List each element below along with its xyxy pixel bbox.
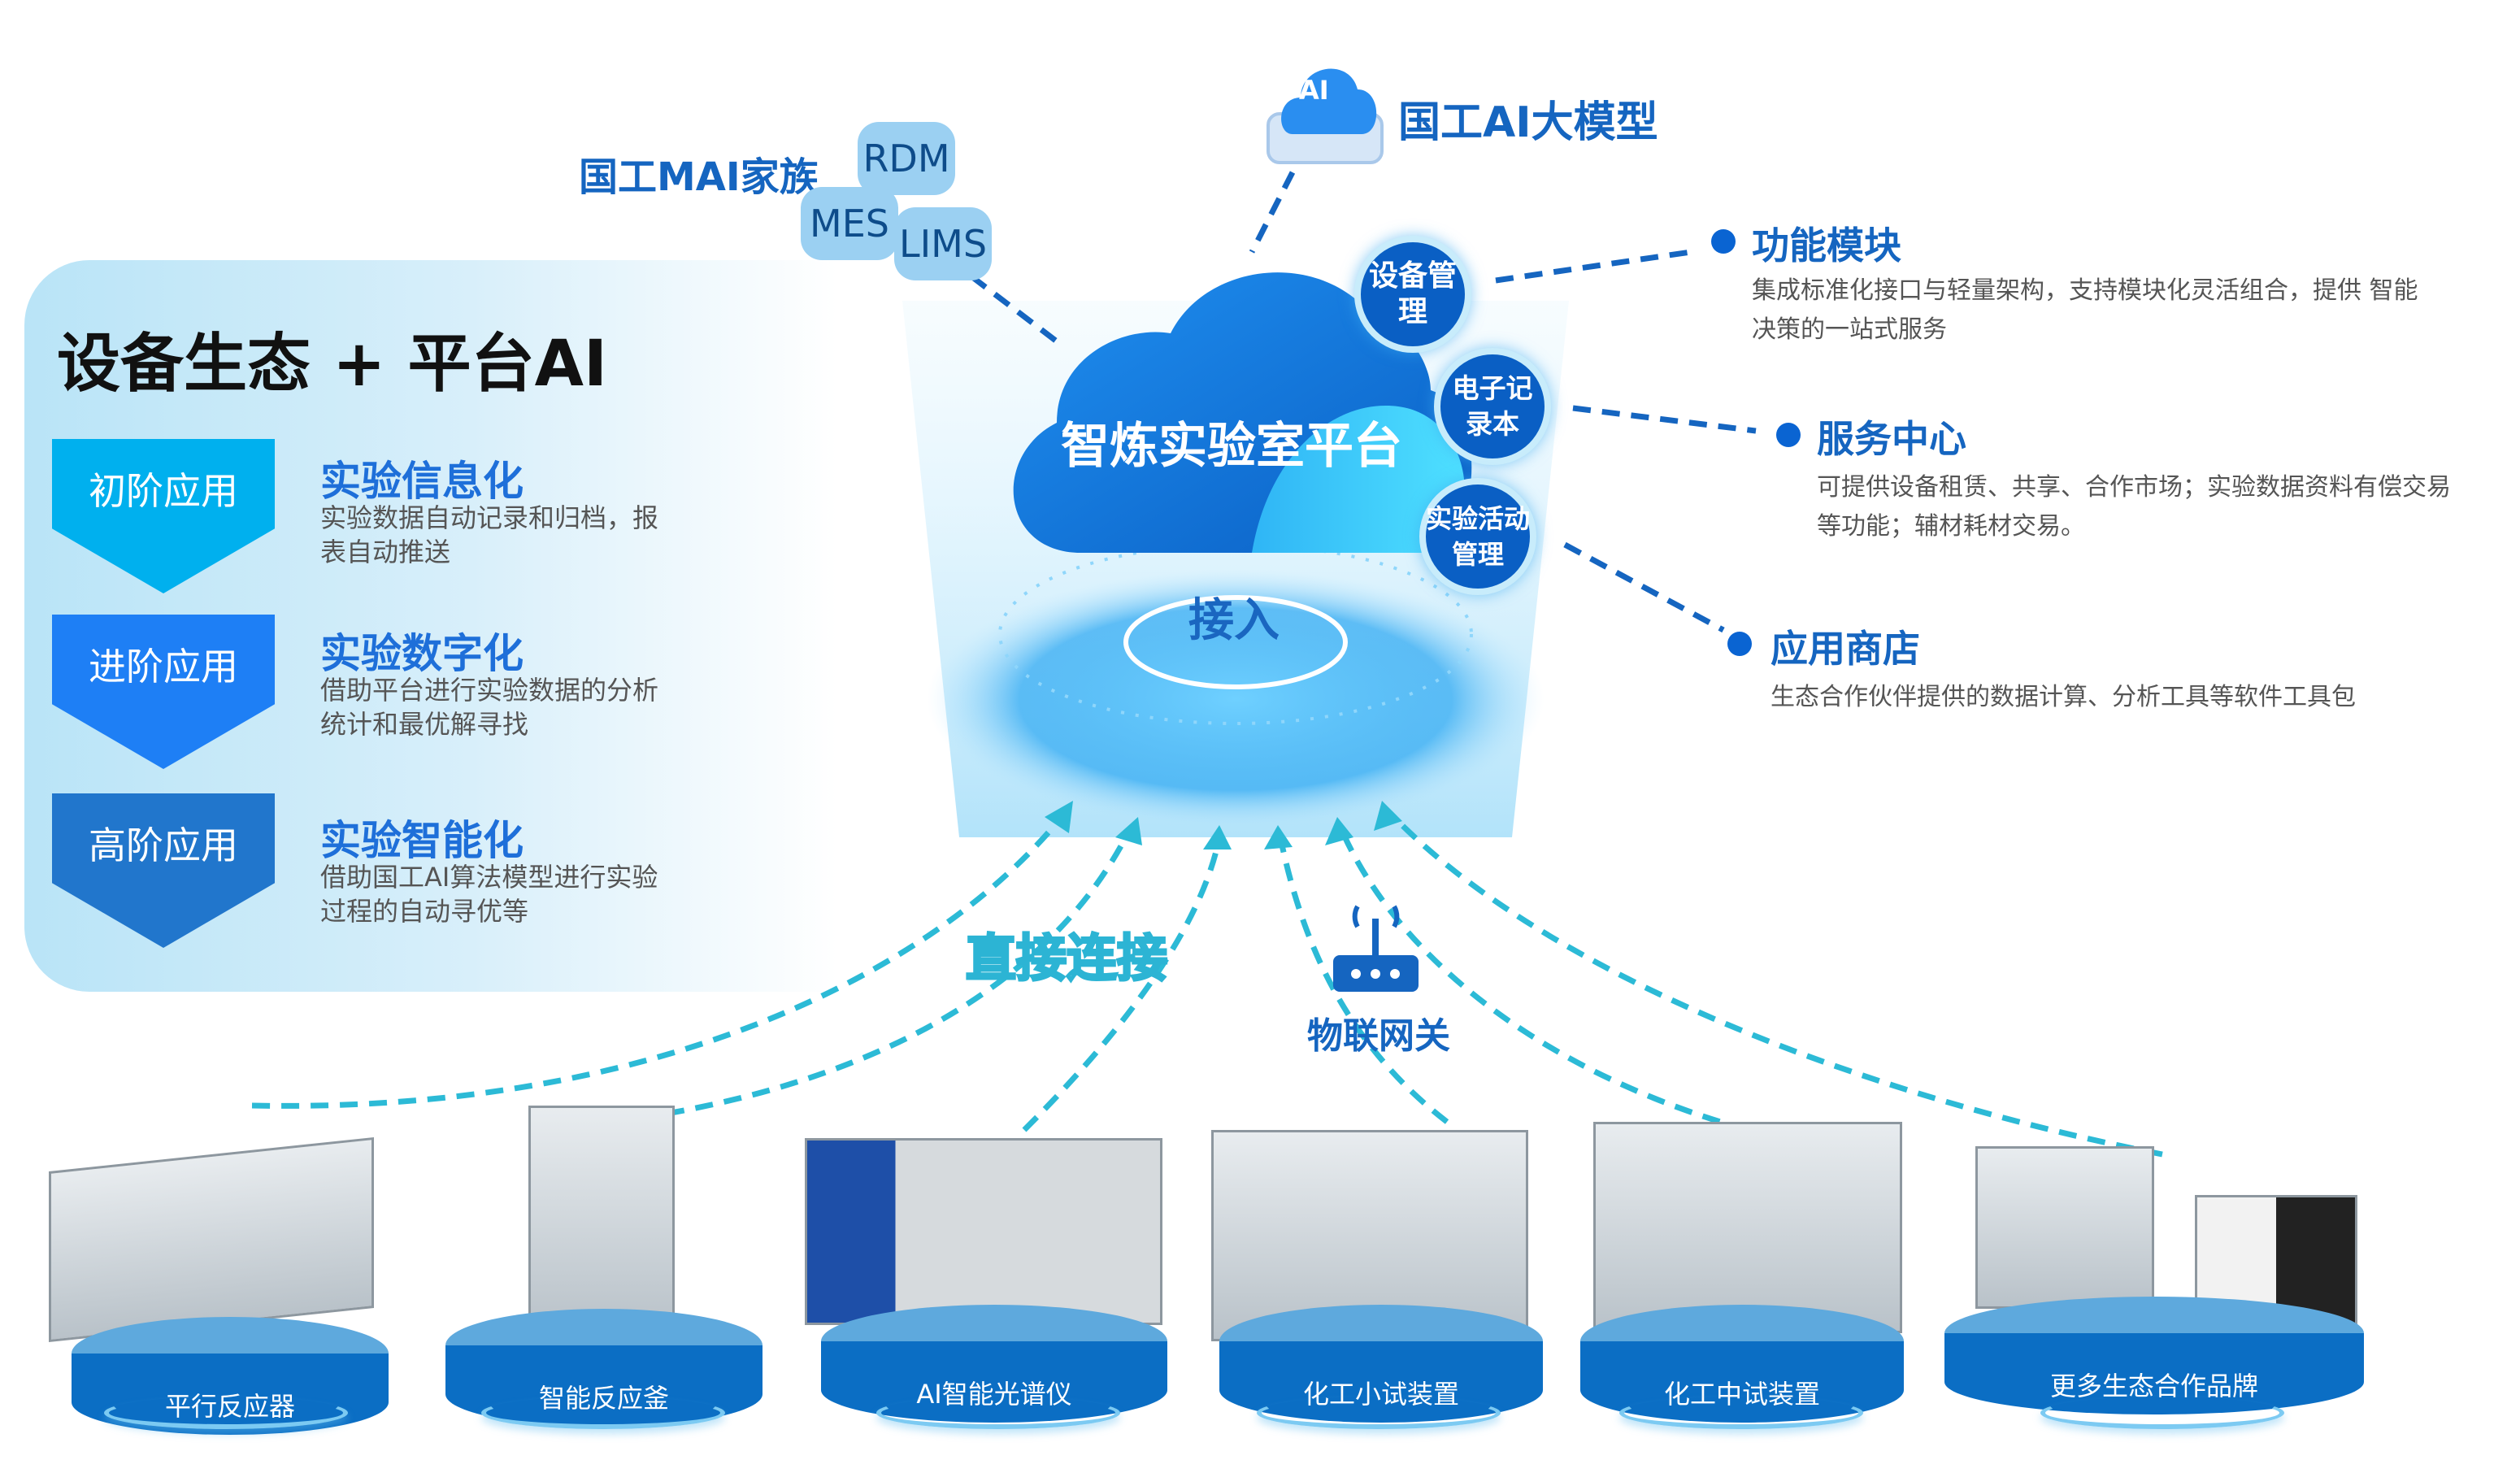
feature-desc: 可提供设备租赁、共享、合作市场；实验数据资料有偿交易等功能；辅材耗材交易。	[1817, 473, 2451, 541]
pedestal-glow	[1619, 1397, 1863, 1429]
level-heading: 实验信息化	[320, 458, 524, 505]
device-pedestal[interactable]: 智能反应釜	[445, 1309, 763, 1427]
level-heading: 实验数字化	[320, 630, 524, 677]
line-store	[1563, 541, 1725, 633]
mai-family-label: 国工MAI家族	[579, 154, 819, 200]
ai-icon-label: AI	[1299, 75, 1329, 106]
ai-model-icon	[1267, 68, 1384, 164]
device-pedestal[interactable]: AI智能光谱仪	[821, 1305, 1167, 1423]
arc-device-1	[251, 810, 1067, 1109]
module-experiment-activity[interactable]: 实验活动管理	[1419, 478, 1536, 595]
direct-connection-label: 直接连接	[964, 928, 1168, 989]
gear-lims: LIMS	[894, 207, 992, 280]
pedestal-glow	[104, 1397, 348, 1429]
level-desc: 借助国工AI算法模型进行实验过程的自动寻优等	[320, 862, 658, 927]
gear-mes: MES	[801, 187, 898, 260]
parallel-reactor-image	[49, 1136, 374, 1343]
gear-rdm: RDM	[858, 122, 955, 195]
device-pedestal[interactable]: 化工中试装置	[1580, 1305, 1904, 1423]
line-func	[1495, 249, 1692, 284]
pedestal-glow	[1257, 1397, 1501, 1429]
arc-device-2	[666, 828, 1133, 1117]
spectrometer-image	[805, 1138, 1162, 1325]
pilot-scale-unit-image	[1593, 1122, 1902, 1333]
line-ai	[1249, 171, 1296, 254]
iot-gateway-label: 物联网关	[1307, 1015, 1450, 1057]
feature-title: 服务中心	[1817, 417, 1966, 461]
pedestal-glow	[481, 1397, 725, 1429]
access-label: 接入	[1188, 594, 1280, 647]
pedestal-glow	[2040, 1397, 2284, 1429]
arc-device-4	[1277, 836, 1449, 1124]
arc-device-6	[1388, 810, 2163, 1158]
feature-desc: 集成标准化接口与轻量架构，支持模块化灵活组合，提供 智能决策的一站式服务	[1752, 276, 2418, 344]
platform-title: 智炼实验室平台	[1061, 418, 1402, 475]
smart-reactor-image	[528, 1106, 675, 1333]
arrow-icon	[1264, 825, 1293, 849]
arrow-icon	[1045, 801, 1073, 833]
arrow-icon	[1115, 817, 1142, 845]
partner-instrument-image	[1975, 1146, 2154, 1309]
bullet-icon	[1727, 632, 1752, 656]
feature-desc: 生态合作伙伴提供的数据计算、分析工具等软件工具包	[1771, 683, 2356, 711]
arrow-icon	[1374, 801, 1402, 831]
arrow-icon	[1203, 825, 1232, 849]
line-service	[1572, 405, 1757, 434]
arrow-icon	[1325, 817, 1353, 845]
line-mai	[969, 274, 1059, 344]
pedestal-glow	[876, 1397, 1120, 1429]
arc-device-3	[1022, 836, 1223, 1132]
access-ring	[1123, 595, 1348, 689]
ai-model-label: 国工AI大模型	[1398, 98, 1658, 147]
feature-title: 应用商店	[1771, 627, 1920, 671]
access-platform	[927, 569, 1545, 829]
bullet-icon	[1711, 229, 1736, 254]
level-desc: 实验数据自动记录和归档，报表自动推送	[320, 502, 659, 567]
device-pedestal[interactable]: 更多生态合作品牌	[1944, 1297, 2364, 1414]
module-device-management[interactable]: 设备管理	[1354, 236, 1471, 353]
panel-title: 设备生态 + 平台AI	[57, 328, 608, 401]
level-heading: 实验智能化	[320, 817, 524, 864]
device-pedestal[interactable]: 化工小试装置	[1219, 1305, 1543, 1423]
module-e-notebook[interactable]: 电子记录本	[1434, 348, 1551, 465]
level-desc: 借助平台进行实验数据的分析统计和最优解寻找	[320, 675, 659, 740]
bullet-icon	[1776, 423, 1801, 447]
cloud	[1013, 272, 1472, 553]
router-icon	[1333, 905, 1419, 992]
feature-title: 功能模块	[1752, 224, 1901, 267]
